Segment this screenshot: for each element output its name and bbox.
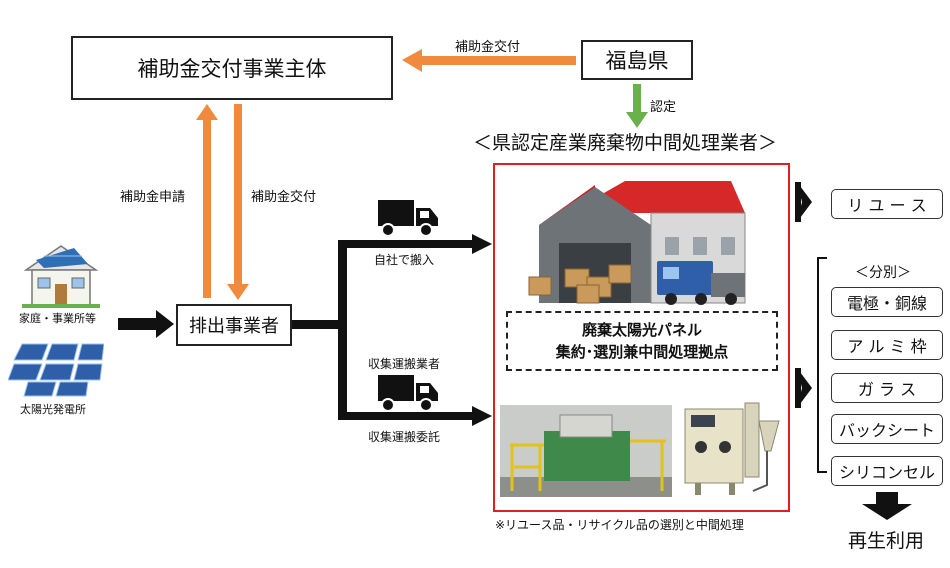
center-label-box: 廃棄太陽光パネル 集約･選別兼中間処理拠点 bbox=[506, 311, 778, 371]
truck-icon bbox=[378, 373, 438, 413]
arrow-subsidy-grant bbox=[227, 104, 249, 300]
reuse-label: リ ユ ー ス bbox=[847, 196, 927, 215]
arrow-approval bbox=[626, 84, 648, 128]
sorted-item-label: バックシート bbox=[838, 421, 935, 440]
blast-cabinet-icon bbox=[679, 399, 781, 499]
sorted-item-label: ガ ラ ス bbox=[857, 380, 917, 399]
footnote: ※リユース品・リサイクル品の選別と中間処理 bbox=[495, 518, 744, 532]
center-title-line1: 廃棄太陽光パネル bbox=[581, 321, 702, 339]
subsidy-body-box: 補助金交付事業主体 bbox=[71, 36, 393, 100]
arrow-subsidy-from-pref bbox=[402, 49, 576, 72]
solar-panel-icon bbox=[8, 340, 104, 398]
subsidy-body-label: 補助金交付事業主体 bbox=[137, 57, 327, 81]
discharger-label: 排出事業者 bbox=[189, 316, 279, 337]
sorted-item: ガ ラ ス bbox=[831, 373, 943, 403]
sorted-item-label: ア ル ミ 枠 bbox=[847, 337, 927, 356]
sorted-item: シリコンセル bbox=[831, 456, 943, 486]
label-collector: 収集運搬業者 bbox=[368, 357, 441, 371]
fukushima-label: 福島県 bbox=[605, 49, 669, 73]
fukushima-box: 福島県 bbox=[581, 40, 693, 80]
label-collection-consignment: 収集運搬委託 bbox=[368, 430, 441, 444]
processing-center-frame: 廃棄太陽光パネル 集約･選別兼中間処理拠点 bbox=[493, 163, 790, 512]
sorted-item-label: 電極・銅線 bbox=[846, 294, 927, 313]
label-self-transport: 自社で搬入 bbox=[374, 253, 435, 267]
sorted-item-label: シリコンセル bbox=[838, 463, 935, 482]
label-subsidy-grant: 補助金交付 bbox=[251, 190, 317, 205]
house-icon bbox=[22, 240, 100, 308]
arrow-subsidy-application bbox=[196, 104, 218, 298]
recycle-label: 再生利用 bbox=[848, 530, 925, 552]
label-subsidy-from-pref: 補助金交付 bbox=[455, 40, 521, 55]
label-subsidy-application: 補助金申請 bbox=[120, 190, 186, 205]
label-approval: 認定 bbox=[650, 100, 677, 115]
sorting-machine-icon bbox=[500, 405, 672, 497]
discharger-box: 排出事業者 bbox=[176, 304, 292, 346]
sort-heading: ＜分別＞ bbox=[855, 265, 911, 281]
warehouse-icon bbox=[525, 173, 755, 308]
sorted-item: ア ル ミ 枠 bbox=[831, 330, 943, 360]
center-title-line2: 集約･選別兼中間処理拠点 bbox=[555, 343, 729, 361]
truck-icon bbox=[378, 198, 438, 238]
reuse-box: リ ユ ー ス bbox=[831, 189, 943, 219]
sorted-item: バックシート bbox=[831, 414, 943, 444]
label-solar-plant: 太陽光発電所 bbox=[20, 403, 86, 416]
processor-heading: ＜県認定産業廃棄物中間処理業者＞ bbox=[473, 132, 778, 154]
label-home-office: 家庭・事業所等 bbox=[19, 312, 96, 325]
sorted-item: 電極・銅線 bbox=[831, 287, 943, 317]
arrow-source-to-discharger bbox=[118, 310, 174, 338]
